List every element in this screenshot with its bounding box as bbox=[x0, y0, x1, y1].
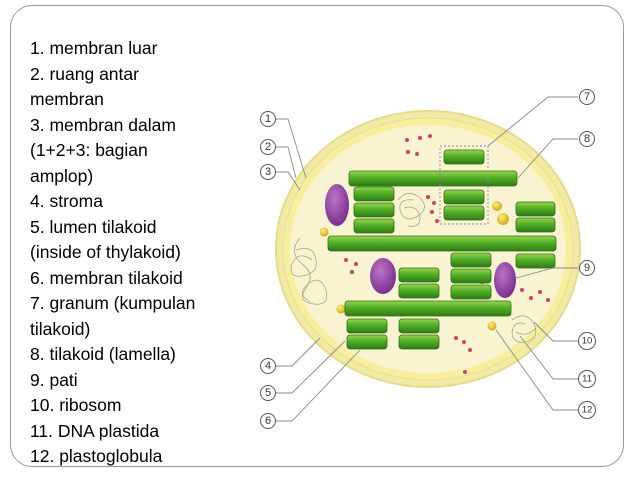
callout-5: 5 bbox=[260, 385, 276, 401]
callout-12: 12 bbox=[578, 401, 596, 419]
starch-grain bbox=[325, 184, 349, 226]
legend-item: 3. membran dalam bbox=[30, 114, 176, 135]
legend-item: 8. tilakoid (lamella) bbox=[30, 344, 176, 364]
callout-label: 4 bbox=[265, 360, 271, 372]
callout-2: 2 bbox=[260, 139, 276, 155]
granum-bracket bbox=[439, 145, 489, 225]
legend-item: 4. stroma bbox=[30, 191, 103, 211]
callout-label: 10 bbox=[582, 336, 593, 347]
legend-item: (1+2+3: bagian bbox=[30, 140, 148, 160]
callout-11: 11 bbox=[578, 370, 596, 388]
callout-3: 3 bbox=[260, 164, 276, 180]
plastoglobules bbox=[319, 201, 509, 331]
callout-label: 3 bbox=[265, 166, 271, 178]
legend-item: 6. membran tilakoid bbox=[30, 267, 183, 288]
legend-item: 7. granum (kumpulan bbox=[30, 293, 196, 313]
legend-item: (inside of thylakoid) bbox=[30, 242, 181, 262]
legend-item: 2. ruang antar bbox=[30, 63, 139, 84]
callout-label: 8 bbox=[584, 133, 590, 145]
starch-grain bbox=[370, 258, 396, 294]
starch-grain bbox=[494, 262, 516, 298]
callout-label: 7 bbox=[584, 91, 590, 103]
legend-item: 5. lumen tilakoid bbox=[30, 216, 157, 237]
callout-8: 8 bbox=[579, 131, 595, 147]
callout-1: 1 bbox=[260, 111, 276, 127]
legend-item: 10. ribosom bbox=[30, 395, 122, 415]
callout-label: 6 bbox=[265, 415, 271, 427]
legend-list: 1. membran luar 2. ruang antar membran 3… bbox=[30, 36, 245, 470]
legend-item: 11. DNA plastida bbox=[30, 420, 160, 441]
leader-lines bbox=[274, 96, 578, 422]
callout-4: 4 bbox=[260, 358, 276, 374]
callout-label: 5 bbox=[265, 387, 271, 399]
legend-item: 1. membran luar bbox=[30, 38, 158, 58]
callout-label: 11 bbox=[582, 374, 592, 385]
callout-label: 2 bbox=[265, 141, 271, 153]
callout-10: 10 bbox=[578, 332, 596, 350]
legend-item: amplop) bbox=[30, 165, 94, 186]
callout-6: 6 bbox=[260, 413, 276, 429]
plastid-dna bbox=[290, 193, 537, 343]
callout-label: 9 bbox=[584, 262, 590, 274]
callout-label: 1 bbox=[265, 113, 271, 125]
thylakoid-stack bbox=[327, 149, 557, 350]
callout-label: 12 bbox=[582, 405, 593, 416]
legend-item: 12. plastoglobula bbox=[30, 446, 163, 466]
legend-item: tilakoid) bbox=[30, 318, 91, 339]
legend-item: 9. pati bbox=[30, 369, 78, 390]
legend-item: membran bbox=[30, 89, 104, 109]
callout-9: 9 bbox=[579, 260, 595, 276]
callout-7: 7 bbox=[579, 89, 595, 105]
